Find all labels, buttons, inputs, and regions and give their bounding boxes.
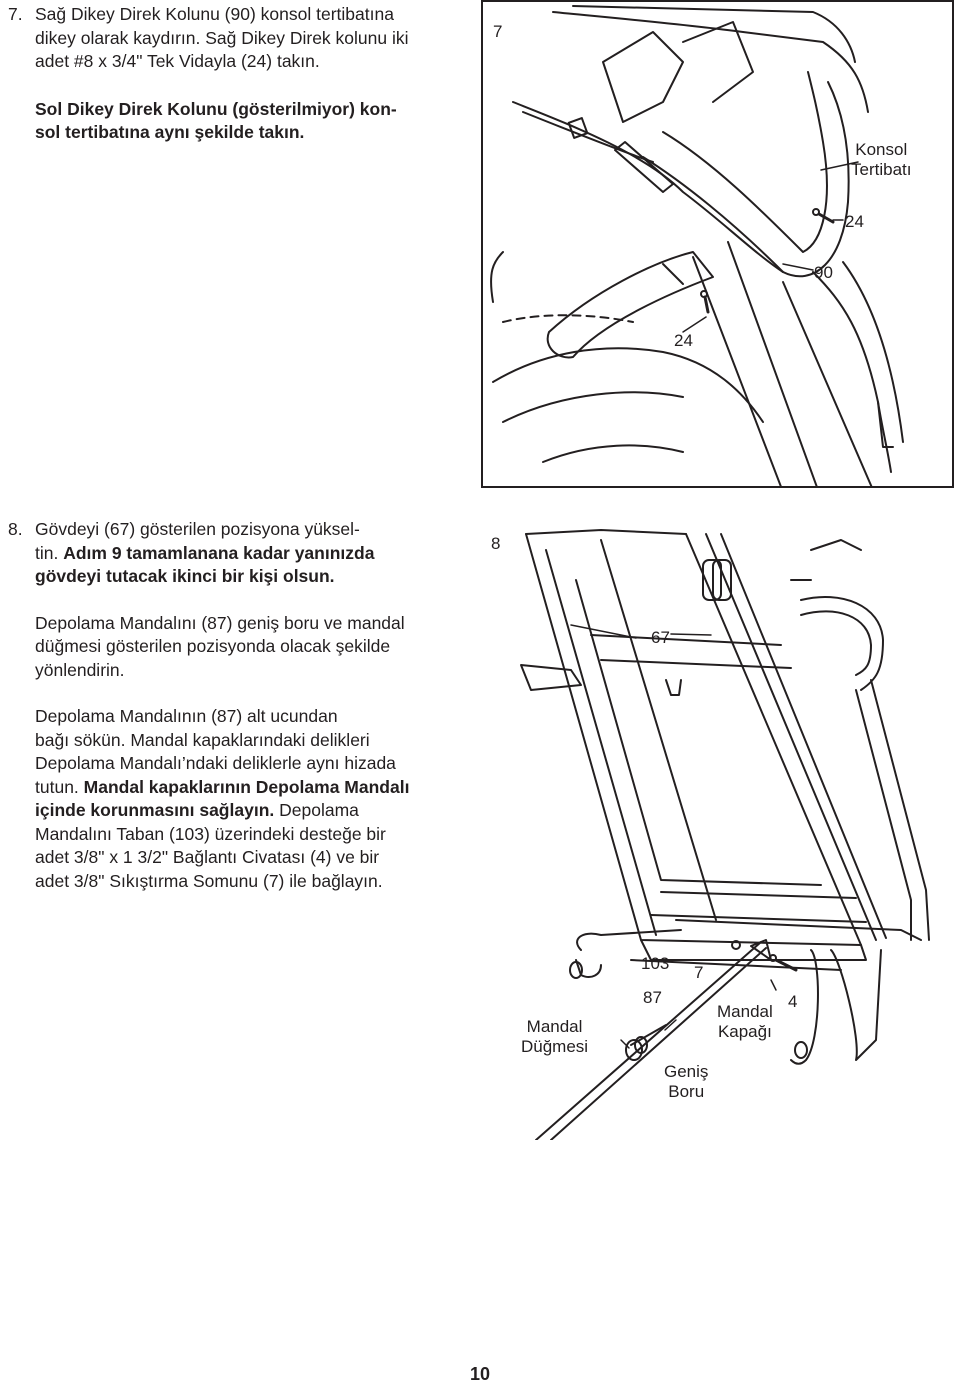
step8-p2-line2: düğmesi gösterilen pozisyonda olacak şek…: [35, 636, 391, 656]
step7-text: 7.Sağ Dikey Direk Kolunu (90) konsol ter…: [8, 3, 468, 145]
step8-p2-line3: yönlendirin.: [35, 659, 125, 680]
label-24-top: 24: [845, 212, 864, 231]
step8-line1: 8.Gövdeyi (67) gösterilen pozisyona yüks…: [8, 518, 468, 542]
step8-p3-line8: adet 3/8" Sıkıştırma Somunu (7) ile bağl…: [35, 870, 383, 891]
label-87: 87: [643, 988, 662, 1007]
label-mandal-kapagi: Mandal Kapağı: [717, 1002, 773, 1041]
step7-number: 7.: [8, 4, 23, 24]
step8-p3-line3: Depolama Mandalı’ndaki deliklerle aynı h…: [35, 753, 396, 773]
label-4: 4: [788, 992, 798, 1011]
step8-p3-line1: Depolama Mandalının (87) alt ucundan: [35, 706, 338, 726]
step7-line3: adet #8 x 3/4" Tek Vidayla (24) takın.: [35, 51, 320, 71]
step7-bold2: sol tertibatına aynı şekilde takın.: [35, 122, 305, 142]
step8-p3-line7: adet 3/8" x 1 3/2" Bağlantı Civatası (4)…: [35, 847, 380, 867]
step8-p2-line1: Depolama Mandalını (87) geniş boru ve ma…: [35, 612, 405, 633]
step8-p3-line5: içinde korunmasını sağlayın. Depolama: [35, 800, 359, 820]
label-7: 7: [694, 963, 704, 982]
label-24-bottom: 24: [674, 331, 693, 350]
step8-p3-line6: Mandalını Taban (103) üzerindeki desteğe…: [35, 823, 386, 844]
figure-step7: 7: [481, 0, 954, 488]
step7-line2: dikey olarak kaydırın. Sağ Dikey Direk k…: [35, 27, 409, 48]
step7-bold1: Sol Dikey Direk Kolunu (gösterilmiyor) k…: [35, 98, 397, 119]
figure-step8: 8: [481, 520, 956, 1141]
label-mandal-dugmesi: Mandal Düğmesi: [521, 1017, 589, 1056]
label-103: 103: [641, 954, 670, 973]
step8-p3-line4: tutun. Mandal kapaklarının Depolama Mand…: [35, 776, 410, 797]
label-67: 67: [651, 628, 670, 647]
step8-line2: tin. Adım 9 tamamlanana kadar yanınızda: [35, 542, 375, 563]
treadmill-frame-drawing: [520, 529, 930, 1141]
console-assembly-drawing: [490, 5, 904, 486]
step8-line3: gövdeyi tutacak ikinci bir kişi olsun.: [35, 566, 335, 586]
step8-number: 8.: [8, 519, 23, 539]
figure7-step-number: 7: [493, 22, 503, 41]
label-konsol-tertibati: Konsol Tertibatı: [851, 140, 912, 179]
label-genis-boru: Geniş Boru: [664, 1062, 709, 1101]
step8-text: 8.Gövdeyi (67) gösterilen pozisyona yüks…: [8, 518, 468, 893]
figure8-step-number: 8: [491, 534, 501, 553]
label-90: 90: [814, 263, 833, 282]
page-number: 10: [469, 1364, 491, 1384]
step7-line1: 7.Sağ Dikey Direk Kolunu (90) konsol ter…: [8, 3, 468, 27]
step8-p3-line2: bağı sökün. Mandal kapaklarındaki delikl…: [35, 729, 370, 750]
